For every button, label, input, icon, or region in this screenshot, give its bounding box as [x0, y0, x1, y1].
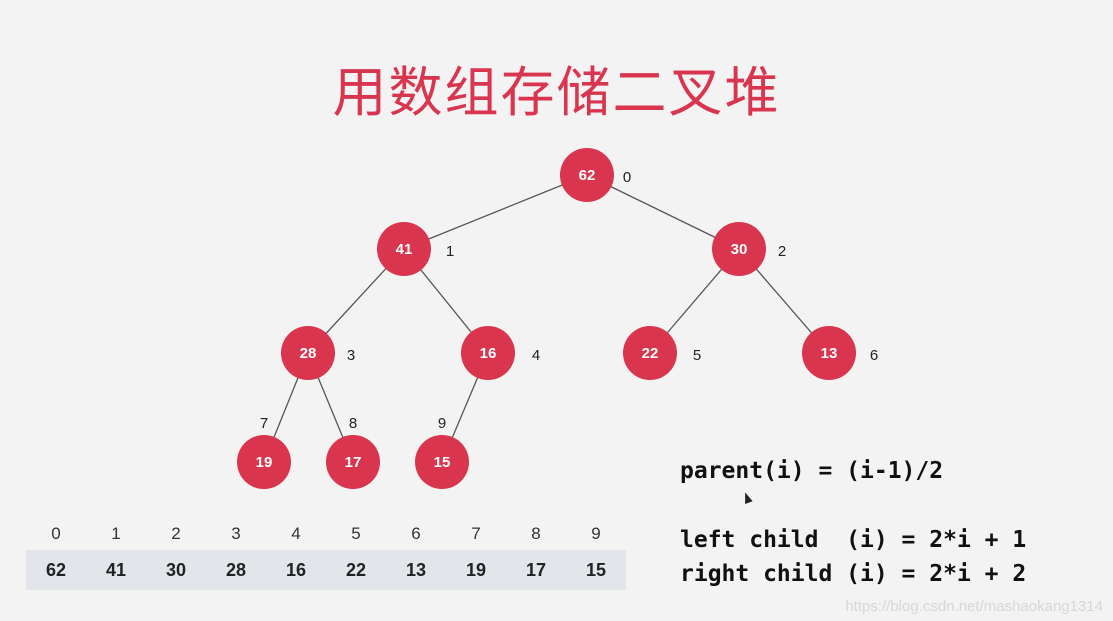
array-value-cell: 15 [585, 559, 607, 580]
slide-title: 用数组存储二叉堆 [332, 61, 781, 124]
right-child-formula: right child (i) = 2*i + 2 [680, 561, 1027, 587]
tree-node [461, 326, 515, 380]
array-value-cell: 41 [105, 559, 127, 580]
tree-node-value: 15 [434, 454, 451, 471]
tree-node-value: 28 [300, 345, 317, 362]
array-value-cell: 28 [225, 559, 247, 580]
tree-node-value: 41 [396, 241, 413, 258]
tree-node-index-label: 6 [870, 347, 878, 364]
array-index-cell: 6 [411, 524, 421, 543]
array-index-cell: 4 [291, 524, 301, 543]
array-index-cell: 5 [351, 524, 361, 543]
tree-node-value: 16 [480, 345, 497, 362]
tree-node-value: 62 [579, 167, 596, 184]
tree-node-index-label: 4 [532, 347, 540, 364]
tree-node-index-label: 8 [349, 415, 357, 432]
array-value-cell: 13 [405, 559, 427, 580]
array-value-cell: 22 [345, 559, 367, 580]
tree-node-value: 13 [821, 345, 838, 362]
array-value-row: 62 41 30 28 16 22 13 19 17 15 [26, 550, 626, 590]
parent-formula: parent(i) = (i-1)/2 [680, 458, 944, 484]
tree-node-index-label: 9 [438, 415, 446, 432]
array-index-cell: 7 [471, 524, 481, 543]
tree-node-index-label: 1 [446, 243, 454, 260]
array-index-cell: 3 [231, 524, 241, 543]
tree-edge [403, 174, 588, 250]
left-child-formula: left child (i) = 2*i + 1 [680, 527, 1027, 553]
tree-node [237, 435, 291, 489]
tree-node [281, 326, 335, 380]
tree-node [326, 435, 380, 489]
tree-node [415, 435, 469, 489]
tree-node-value: 19 [256, 454, 273, 471]
tree-node-index-label: 5 [693, 347, 701, 364]
array-value-cell: 19 [465, 559, 487, 580]
heap-array-table: 0 1 2 3 4 5 6 7 8 9 62 41 30 28 16 22 13 19 17 15 [26, 518, 626, 590]
tree-node [802, 326, 856, 380]
tree-node [712, 222, 766, 276]
array-value-cell: 16 [285, 559, 307, 580]
tree-node-value: 22 [642, 345, 659, 362]
array-index-row: 0 1 2 3 4 5 6 7 8 9 [26, 518, 626, 550]
array-value-cell: 17 [525, 559, 547, 580]
array-index-cell: 0 [51, 524, 61, 543]
array-index-cell: 2 [171, 524, 181, 543]
tree-node-value: 30 [731, 241, 748, 258]
watermark-url: https://blog.csdn.net/mashaokang1314 [845, 598, 1103, 615]
array-value-cell: 30 [165, 559, 187, 580]
array-index-cell: 1 [111, 524, 121, 543]
tree-node-index-label: 3 [347, 347, 355, 364]
array-index-cell: 9 [591, 524, 601, 543]
array-index-cell: 8 [531, 524, 541, 543]
tree-node-index-label: 7 [260, 415, 268, 432]
tree-node-value: 17 [345, 454, 362, 471]
tree-node [623, 326, 677, 380]
tree-node-index-label: 2 [778, 243, 786, 260]
tree-node [560, 148, 614, 202]
tree-edge [586, 174, 740, 250]
tree-node [377, 222, 431, 276]
array-value-cell: 62 [45, 559, 67, 580]
tree-node-index-label: 0 [623, 169, 631, 186]
